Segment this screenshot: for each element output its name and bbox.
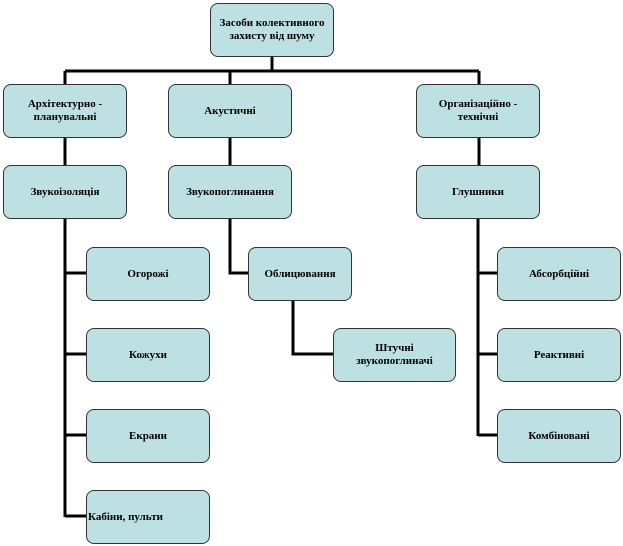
node-absorptive: Абсорбційні xyxy=(497,247,621,301)
node-screens: Екрани xyxy=(86,409,210,463)
node-cabins: Кабіни, пульти xyxy=(86,490,210,544)
node-sound-absorption: Звукопоглинання xyxy=(168,165,292,219)
connector-right xyxy=(476,138,497,437)
node-artificial-absorbers: Штучні звукопоглиначі xyxy=(333,328,456,382)
connector-left xyxy=(63,138,86,518)
node-facing: Облицювання xyxy=(248,247,352,301)
node-fences: Огорожі xyxy=(86,247,210,301)
node-casings: Кожухи xyxy=(86,328,210,382)
node-sound-insulation: Звукоізоляція xyxy=(3,165,127,219)
node-combined: Комбіновані xyxy=(497,409,621,463)
node-organizational: Організаційно - технічні xyxy=(416,84,540,138)
connector-middle xyxy=(228,138,333,356)
node-acoustic: Акустичні xyxy=(168,84,292,138)
node-silencers: Глушники xyxy=(416,165,540,219)
node-architectural: Архітектурно - планувальні xyxy=(3,84,127,138)
connector-root xyxy=(63,57,481,84)
node-reactive: Реактивні xyxy=(497,328,621,382)
root-node: Засоби колективного захисту від шуму xyxy=(210,3,334,57)
